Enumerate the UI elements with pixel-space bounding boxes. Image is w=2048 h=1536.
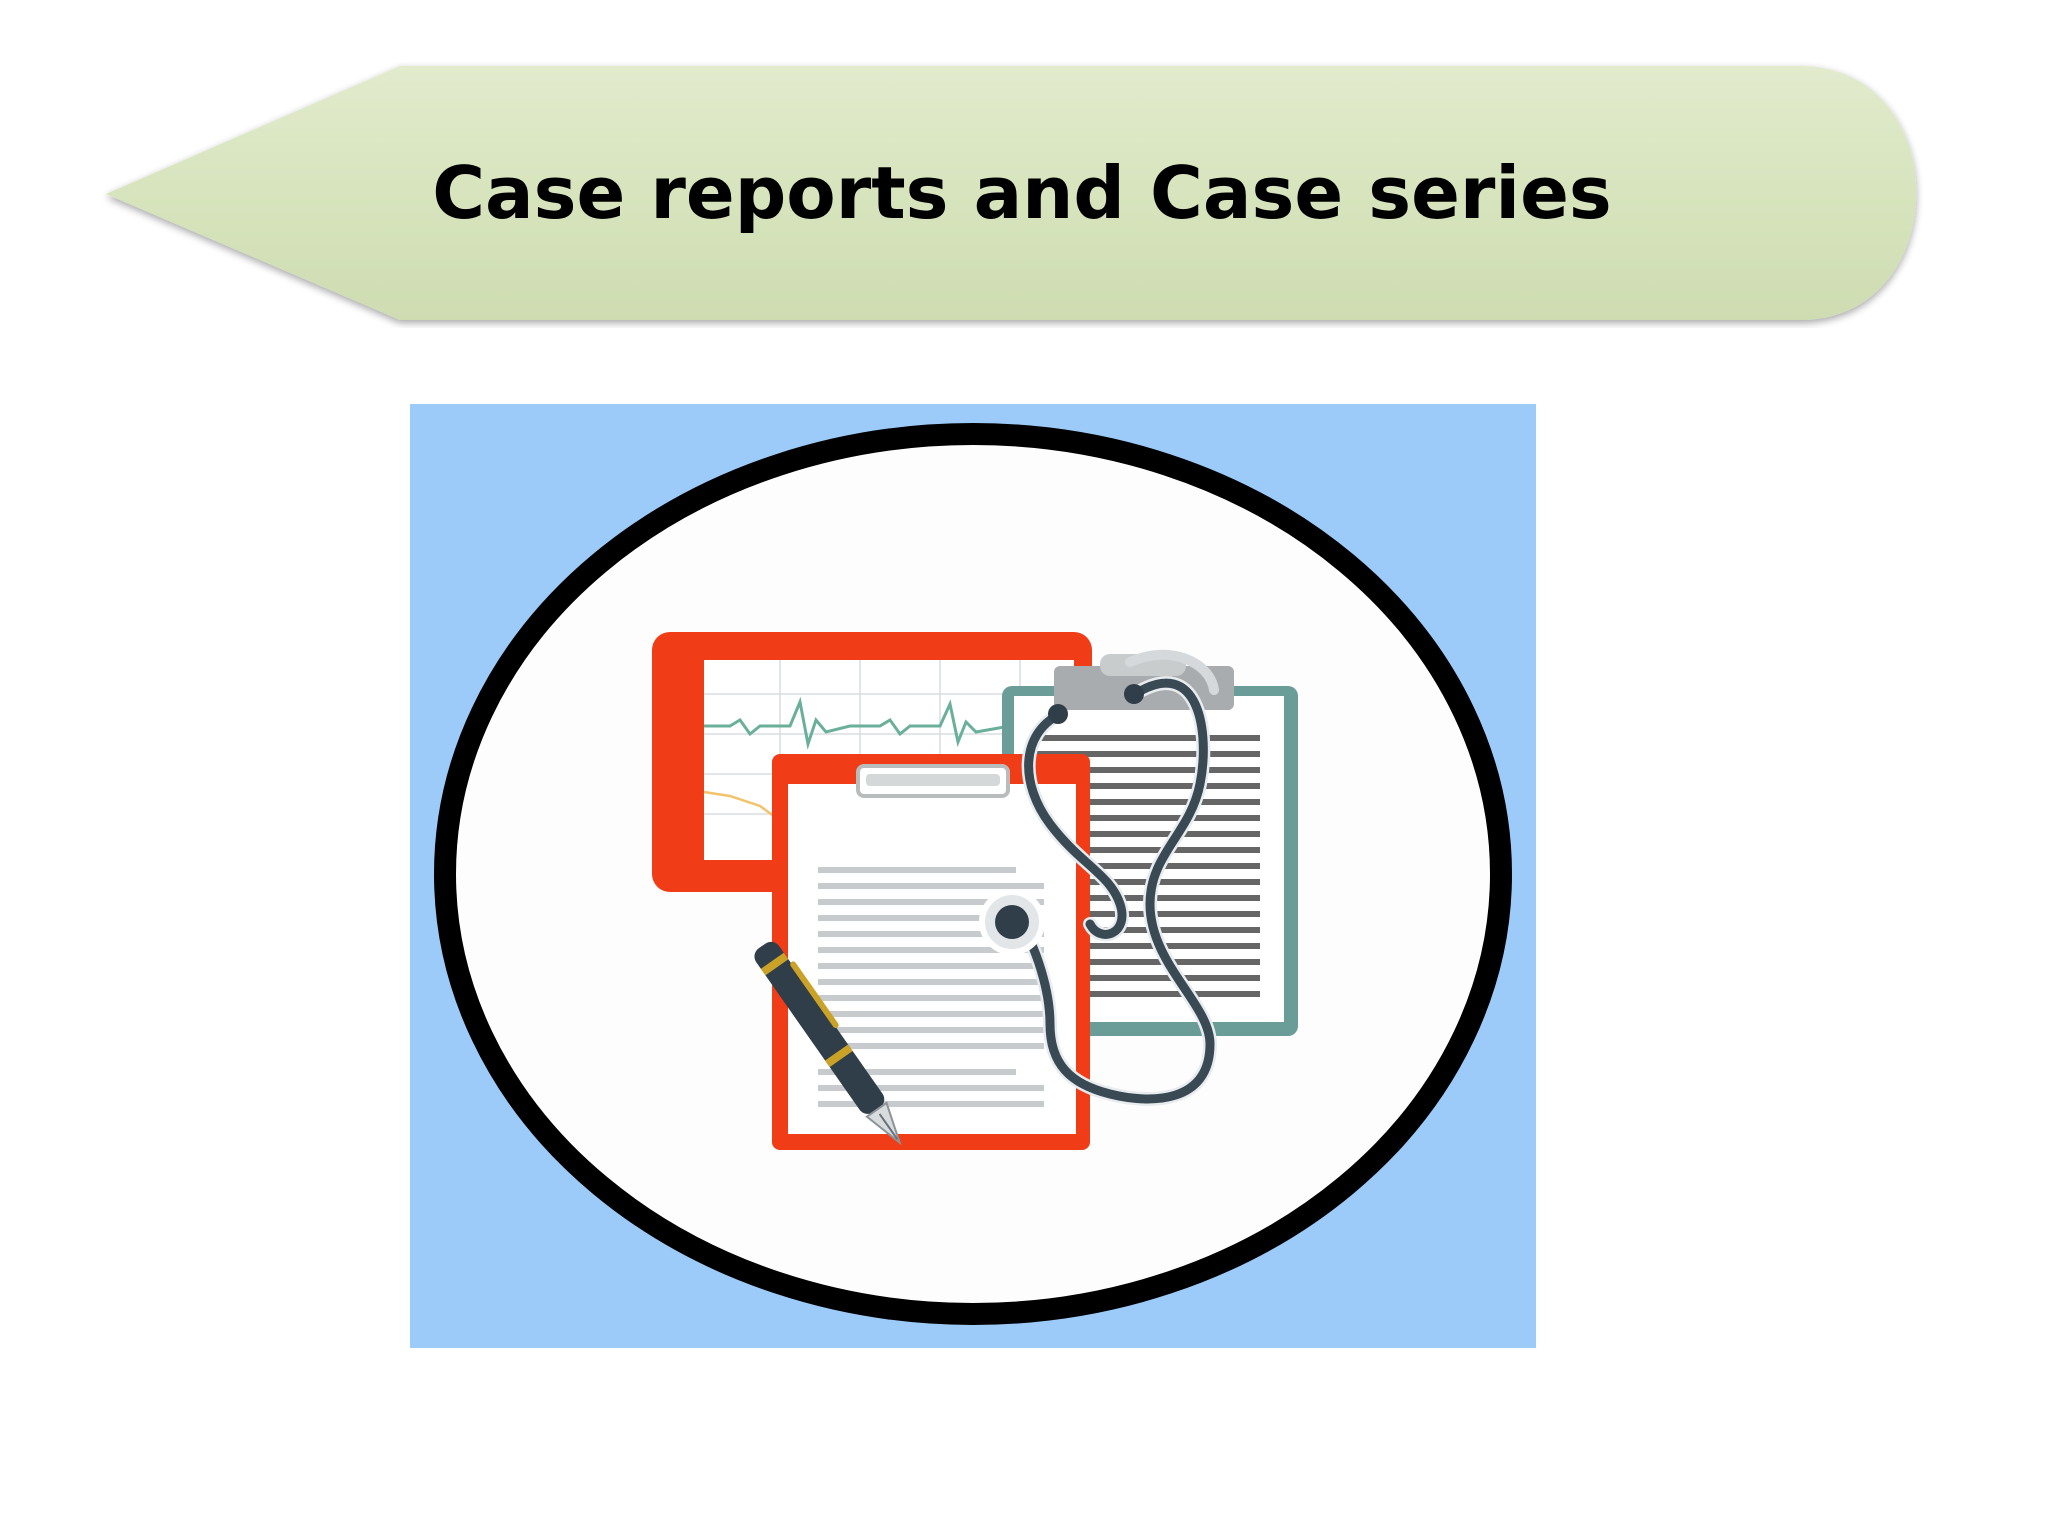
banner-shape [106,66,1917,320]
stethoscope-icon [979,649,1219,1106]
title-banner: Case reports and Case series [100,58,1950,328]
page-title: Case reports and Case series [0,58,2048,328]
case-report-illustration [410,404,1536,1348]
fountain-pen-icon [754,941,902,1146]
page-title-text: Case reports and Case series [432,151,1612,235]
illustration-svg [410,404,1536,1348]
